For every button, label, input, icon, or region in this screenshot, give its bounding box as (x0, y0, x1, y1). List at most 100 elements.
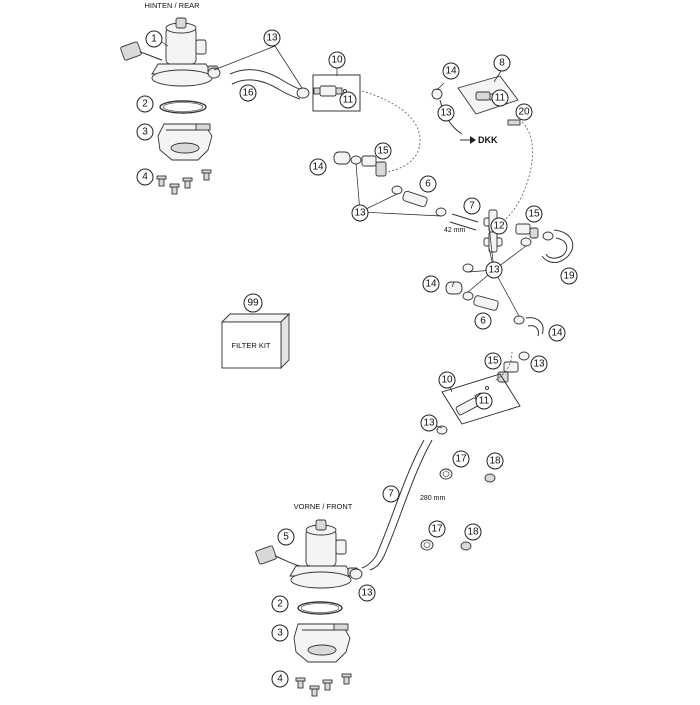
svg-text:20: 20 (518, 107, 530, 118)
callout-6-upper: 6 (419, 175, 437, 193)
label-front: VORNE / FRONT (294, 502, 353, 511)
callout-3-front: 3 (271, 624, 289, 642)
svg-text:14: 14 (425, 279, 437, 290)
svg-text:2: 2 (277, 599, 283, 610)
callout-20: 20 (515, 103, 533, 121)
callout-15-mid: 15 (374, 142, 392, 160)
svg-text:15: 15 (528, 209, 540, 220)
callout-15-right: 15 (525, 205, 543, 223)
callout-14-low: 14 (422, 275, 440, 293)
callout-7-long: 7 (382, 485, 400, 503)
clamp-13a (350, 155, 362, 165)
rear-pump-bracket (157, 123, 213, 161)
callout-13-right: 13 (530, 355, 548, 373)
callout-13-mid: 13 (351, 204, 369, 222)
pump-fitting-6a (402, 190, 428, 208)
callout-10-upper: 10 (328, 51, 346, 69)
callout-17-lower: 17 (428, 520, 446, 538)
callout-19: 19 (560, 267, 578, 285)
rear-fuel-pump (120, 17, 219, 87)
callout-11-dkk: 11 (491, 89, 509, 107)
fuel-filter-upper (313, 85, 348, 97)
callout-18-lower: 18 (464, 523, 482, 541)
callout-14-dkk: 14 (442, 62, 460, 80)
label-filter-kit: FILTER KIT (231, 341, 270, 350)
svg-text:13: 13 (354, 208, 366, 219)
leader-lines (159, 40, 527, 429)
hose-7-short (449, 213, 479, 231)
callout-18-upper: 18 (486, 452, 504, 470)
svg-text:10: 10 (441, 375, 453, 386)
line-upper-filter (361, 90, 421, 173)
callout-13-lower: 13 (420, 414, 438, 432)
svg-text:2: 2 (142, 99, 148, 110)
svg-text:19: 19 (563, 271, 575, 282)
front-fuel-pump (255, 519, 359, 589)
nut-18a (484, 473, 496, 483)
callout-4: 4 (136, 168, 154, 186)
clamp-13g (462, 291, 474, 301)
svg-text:16: 16 (242, 88, 254, 99)
svg-text:3: 3 (277, 628, 283, 639)
front-pump-bracket (293, 623, 351, 663)
clamp-13d (520, 237, 532, 247)
svg-text:13: 13 (423, 418, 435, 429)
label-rear: HINTEN / REAR (144, 1, 200, 10)
callout-11-lower: 11 (475, 392, 493, 410)
clamp-13i (518, 351, 530, 361)
callout-15-lower: 15 (484, 352, 502, 370)
hose-14c (525, 317, 544, 337)
label-dkk: DKK (478, 135, 498, 145)
svg-text:17: 17 (455, 454, 467, 465)
clamp-13f (462, 263, 474, 273)
grommet-17b (420, 539, 434, 551)
hose-19 (541, 229, 574, 263)
filter-frame-lower (441, 373, 521, 425)
callout-13-center: 13 (485, 261, 503, 279)
grommet-17a (439, 468, 453, 480)
clamp-13e (542, 231, 554, 241)
svg-text:15: 15 (487, 356, 499, 367)
hose-end-14a (333, 151, 351, 165)
nut-18b (460, 541, 472, 551)
svg-text:4: 4 (277, 674, 283, 685)
callout-13-front: 13 (358, 584, 376, 602)
clamp-8a (431, 88, 443, 100)
callout-6-lower: 6 (474, 312, 492, 330)
rear-o-ring (159, 100, 207, 114)
svg-text:10: 10 (331, 55, 343, 66)
svg-text:99: 99 (247, 298, 259, 309)
callout-3: 3 (136, 123, 154, 141)
svg-text:18: 18 (489, 456, 501, 467)
svg-text:14: 14 (445, 66, 457, 77)
clamp-13k (349, 568, 363, 580)
label-280mm: 280 mm (420, 495, 445, 502)
svg-text:13: 13 (440, 108, 452, 119)
rear-screws (156, 169, 212, 195)
svg-text:12: 12 (493, 221, 505, 232)
svg-text:14: 14 (312, 162, 324, 173)
svg-text:13: 13 (488, 265, 500, 276)
svg-text:13: 13 (361, 588, 373, 599)
valve-15a (361, 155, 387, 177)
svg-text:7: 7 (388, 489, 394, 500)
callout-7-short: 7 (463, 197, 481, 215)
label-42mm: 42 mm (444, 227, 466, 234)
clamp-13j (436, 425, 448, 435)
dkk-arrowhead (470, 136, 476, 144)
fitting-20 (507, 119, 521, 126)
svg-text:3: 3 (142, 127, 148, 138)
callout-12: 12 (490, 217, 508, 235)
callout-4-front: 4 (271, 670, 289, 688)
callout-10-lower: 10 (438, 371, 456, 389)
hose-end-14b (445, 281, 463, 295)
filter-kit-box (220, 312, 291, 370)
callout-99: 99 (243, 293, 263, 313)
svg-text:1: 1 (151, 34, 157, 45)
clamp-13b (391, 185, 403, 195)
callout-5: 5 (277, 528, 295, 546)
svg-text:6: 6 (480, 316, 486, 327)
hose-16 (229, 69, 303, 100)
